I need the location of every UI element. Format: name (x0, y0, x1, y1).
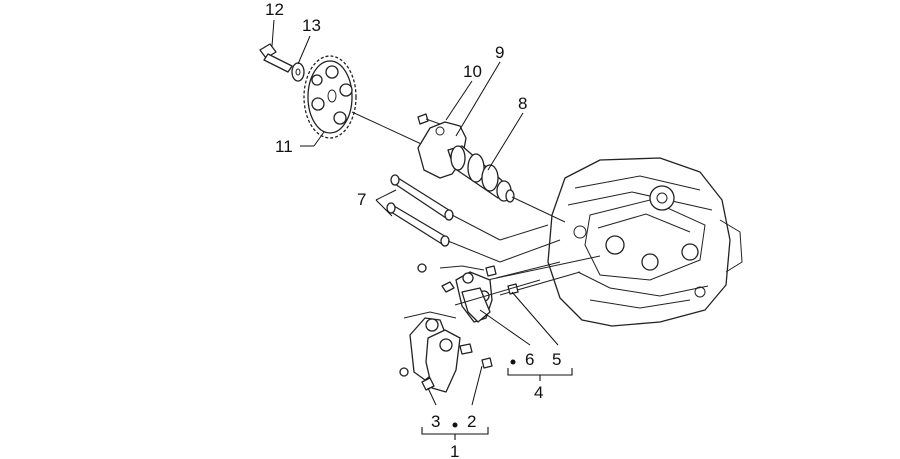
callout-6: 6 (525, 350, 534, 369)
callout-8: 8 (518, 94, 527, 113)
screw-10 (417, 113, 441, 125)
cylinder-head (547, 157, 743, 327)
washer-13 (291, 62, 305, 82)
bolt-12 (259, 43, 293, 73)
callout-2: 2 (467, 412, 476, 431)
rocker-arm-lower (399, 311, 493, 393)
callout-11: 11 (275, 137, 293, 156)
callout-1: 1 (450, 442, 459, 459)
rocker-shafts-7 (386, 174, 454, 247)
rocker-arm-upper (417, 263, 519, 323)
group-bracket-1 (421, 422, 489, 440)
callout-10: 10 (463, 62, 482, 81)
group-bracket-4 (507, 359, 573, 381)
leader-lines (271, 19, 559, 406)
callout-5: 5 (552, 350, 561, 369)
callout-9: 9 (495, 43, 504, 62)
callout-12: 12 (265, 0, 284, 19)
callout-3: 3 (431, 412, 440, 431)
cam-sprocket-11 (303, 55, 357, 139)
callout-4: 4 (534, 383, 543, 402)
callout-7: 7 (357, 190, 366, 209)
camshaft-8 (447, 145, 515, 203)
callout-13: 13 (302, 16, 321, 35)
